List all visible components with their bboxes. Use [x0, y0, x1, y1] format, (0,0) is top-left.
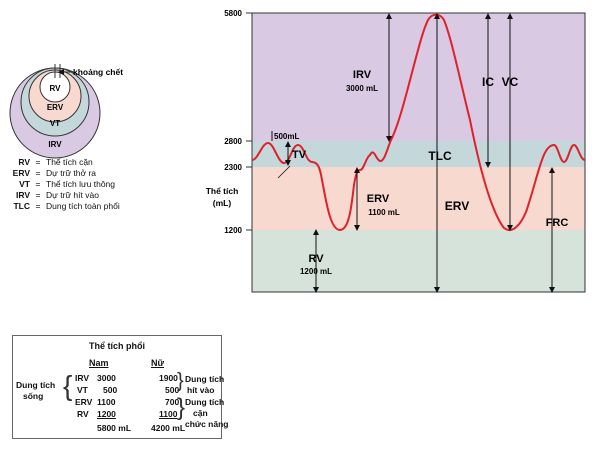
row-erv-female: 700: [165, 397, 180, 407]
circle-rv-label: RV: [50, 84, 62, 93]
frc-label: FRC: [546, 217, 569, 229]
legend-def: Dung tích toàn phổi: [46, 201, 120, 211]
y-axis-label-2: (mL): [213, 198, 232, 208]
group-inspiratory-2: hít vào: [187, 385, 215, 395]
legend-def: Dự trữ hít vào: [46, 190, 99, 200]
row-irv-female: 1900: [159, 373, 178, 383]
vc-label: VC: [502, 75, 519, 89]
erv-left-value: 1100 mL: [368, 208, 400, 217]
chart-frame: [251, 12, 586, 293]
circle-irv-label: IRV: [48, 140, 62, 149]
y-axis-label-1: Thể tích: [206, 186, 239, 196]
irv-band: [252, 13, 585, 141]
legend-abbr: RV: [18, 157, 30, 167]
total-female: 4200 mL: [151, 423, 186, 433]
lung-volume-table: Thể tích phổi Nam Nữ Dung tích sống { IR…: [12, 335, 228, 439]
legend-def: Thể tích cặn: [46, 157, 93, 167]
row-rv-female: 1100: [159, 409, 178, 419]
group-vital-1: Dung tích: [16, 380, 56, 390]
row-erv-name: ERV: [75, 397, 93, 407]
row-vt-female: 500: [165, 385, 180, 395]
row-irv-name: IRV: [75, 373, 90, 383]
legend-abbr: ERV: [12, 168, 30, 178]
group-frc-3: chức năng: [185, 419, 229, 429]
erv-band: [252, 167, 585, 230]
circle-erv-label: ERV: [47, 103, 64, 112]
tv-500-label: 500mL: [274, 132, 299, 141]
circle-vt-label: VT: [50, 119, 60, 128]
group-vital-2: sống: [23, 391, 44, 401]
legend-item: IRV=Dự trữ hít vào: [0, 190, 99, 200]
irv-value: 3000 mL: [346, 84, 378, 93]
col-female: Nữ: [151, 358, 165, 368]
tv-band: [252, 141, 585, 167]
group-inspiratory-1: Dung tích: [185, 374, 225, 384]
erv-left-label: ERV: [367, 193, 390, 205]
erv-right-label: ERV: [445, 199, 469, 213]
y-tick-top: 5800: [224, 9, 242, 18]
row-erv-male: 1100: [97, 397, 116, 407]
col-male: Nam: [89, 358, 109, 368]
y-tick-tv-top: 2800: [224, 137, 242, 146]
row-rv-male: 1200: [97, 409, 116, 419]
legend-def: Thể tích lưu thông: [46, 179, 116, 189]
legend-item: ERV=Dự trữ thở ra: [0, 168, 96, 178]
legend-item: TLC=Dung tích toàn phổi: [0, 201, 120, 211]
table-title: Thể tích phổi: [89, 341, 145, 351]
row-irv-male: 3000: [97, 373, 116, 383]
rv-label: RV: [308, 253, 324, 265]
row-rv-name: RV: [77, 409, 89, 419]
lung-volume-circles: [9, 64, 101, 159]
dead-space-label: khoảng chết: [73, 67, 123, 77]
group-frc-2: cặn: [193, 408, 208, 418]
legend-abbr: TLC: [13, 201, 30, 211]
group-frc-1: Dung tích: [185, 397, 225, 407]
rv-value: 1200 mL: [300, 267, 332, 276]
row-vt-male: 500: [103, 385, 118, 395]
tlc-label: TLC: [428, 149, 452, 163]
legend-item: RV=Thể tích cặn: [0, 157, 93, 167]
y-tick-tv-bottom: 2300: [224, 163, 242, 172]
y-tick-erv-bottom: 1200: [224, 226, 242, 235]
ic-label: IC: [482, 75, 494, 89]
legend-def: Dự trữ thở ra: [46, 168, 97, 178]
tv-label: TV: [292, 149, 307, 161]
legend-abbr: VT: [19, 179, 30, 189]
legend-item: VT=Thể tích lưu thông: [0, 179, 115, 189]
legend-abbr: IRV: [15, 190, 30, 200]
total-male: 5800 mL: [97, 423, 132, 433]
row-vt-name: VT: [77, 385, 88, 395]
volume-curve: [251, 13, 586, 232]
irv-label: IRV: [353, 69, 372, 81]
rv-band: [252, 230, 585, 292]
